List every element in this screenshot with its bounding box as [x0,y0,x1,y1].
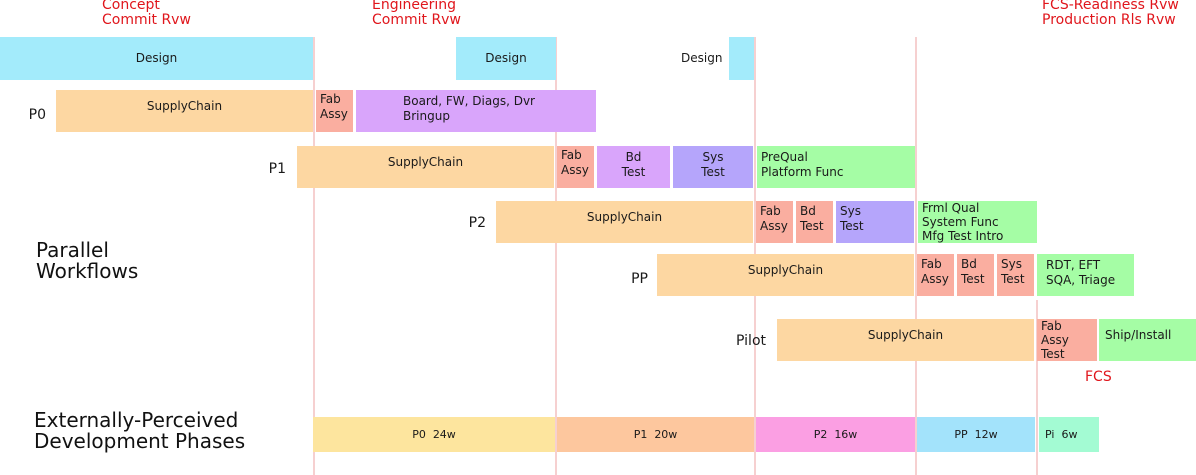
task-label: SupplyChain [747,263,824,277]
design-bar-p2 [729,37,754,80]
row-label-pilot: Pilot [736,333,766,349]
task-ship-install: Ship/Install [1099,319,1196,361]
milestone-line-engineering [555,37,557,475]
design-label: Design [485,51,527,65]
design-bar-p1: Design [456,37,556,80]
task-supplychain: SupplyChain [657,254,914,296]
milestone-line-concept [313,37,315,475]
milestone-engineering-commit: Engineering Commit Rvw [372,0,461,28]
milestone-concept-commit: Concept Commit Rvw [102,0,191,28]
phase-pp: PP 12w [917,417,1035,452]
task-rdt-eft: RDT, EFT SQA, Triage [1037,254,1134,296]
task-formal-qual: Frml Qual System Func Mfg Test Intro [918,201,1037,243]
design-label: Design [681,51,723,65]
phase-label: PP 12w [954,428,998,441]
phase-p2: P2 16w [756,417,915,452]
task-label: Board, FW, Diags, Dvr Bringup [403,94,535,123]
row-label-p1: P1 [268,161,286,177]
task-fab-assy: Fab Assy [756,201,793,243]
task-label: SupplyChain [867,328,944,342]
phase-label: P0 24w [412,428,456,441]
phase-pilot: Pi 6w [1039,417,1099,452]
task-label: Bd Test [621,150,646,179]
section-parallel-workflows: Parallel Workflows [36,238,139,283]
task-label: Fab Assy Test [1041,319,1069,361]
section-development-phases: Externally-Perceived Development Phases [34,408,246,453]
task-label: Fab Assy [320,92,348,121]
task-label: Ship/Install [1105,328,1172,342]
row-label-p0: P0 [28,107,46,123]
design-label-p2: Design [681,37,727,80]
task-fab-assy: Fab Assy [557,146,594,188]
task-bd-test: Bd Test [796,201,833,243]
phase-label: Pi 6w [1045,428,1078,441]
task-label: PreQual Platform Func [761,150,844,179]
task-label: Bd Test [961,257,985,286]
phase-label: P1 20w [633,428,678,441]
task-label: RDT, EFT SQA, Triage [1046,258,1116,287]
design-bar-p0: Design [0,37,313,80]
task-label: Fab Assy [921,257,949,286]
task-board-bringup: Board, FW, Diags, Dvr Bringup [356,90,596,132]
phase-label: P2 16w [813,428,858,441]
task-label: SupplyChain [146,99,223,113]
task-label: Sys Test [1001,257,1025,286]
task-supplychain: SupplyChain [297,146,554,188]
task-supplychain: SupplyChain [56,90,313,132]
milestone-line-pp-start [915,37,917,475]
task-sys-test: Sys Test [673,146,753,188]
design-label: Design [135,51,178,65]
task-prequal: PreQual Platform Func [757,146,915,188]
task-sys-test: Sys Test [836,201,914,243]
task-sys-test: Sys Test [997,254,1034,296]
task-label: Sys Test [840,204,864,233]
task-supplychain: SupplyChain [496,201,753,243]
row-label-pp: PP [631,271,648,287]
milestone-fcs-readiness: FCS-Readiness Rvw Production Rls Rvw [1042,0,1179,28]
task-fab-assy-test: Fab Assy Test [1037,319,1097,361]
task-fab-assy: Fab Assy [316,90,353,132]
task-supplychain: SupplyChain [777,319,1034,361]
milestone-fcs: FCS [1085,369,1112,385]
task-bd-test: Bd Test [597,146,670,188]
task-label: SupplyChain [387,155,464,169]
task-label: SupplyChain [586,210,663,224]
row-label-p2: P2 [468,215,486,231]
milestone-line-fcs [1036,300,1038,475]
task-label: Bd Test [800,204,824,233]
task-label: Fab Assy [561,148,589,177]
phase-p0: P0 24w [313,417,555,452]
phase-p1: P1 20w [557,417,754,452]
task-bd-test: Bd Test [957,254,994,296]
task-label: Fab Assy [760,204,788,233]
task-label: Frml Qual System Func Mfg Test Intro [922,201,1004,243]
task-label: Sys Test [701,150,725,179]
task-fab-assy: Fab Assy [917,254,954,296]
